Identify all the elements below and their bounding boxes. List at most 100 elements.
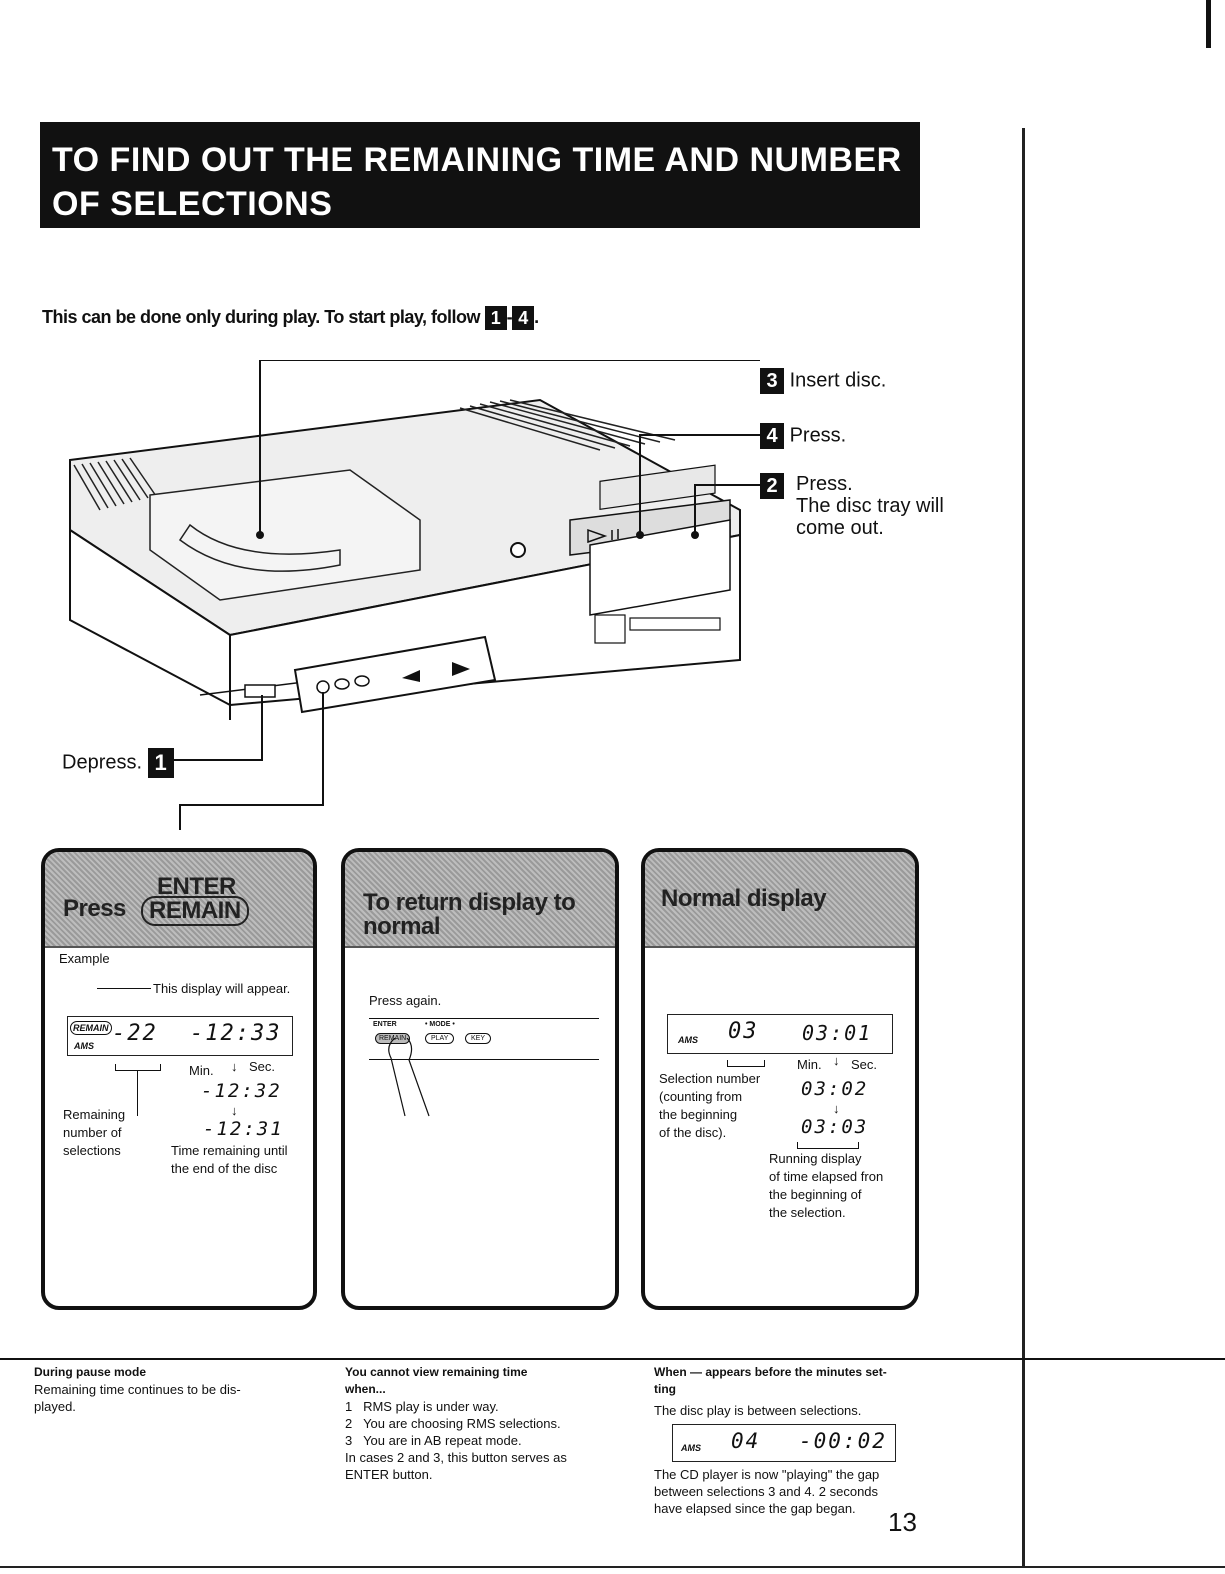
ams-badge: AMS [74, 1041, 94, 1051]
item-3-num: 3 [345, 1433, 353, 1448]
press-again-label: Press again. [369, 993, 442, 1008]
lcd-selections: -22 [112, 1021, 158, 1046]
gap-lcd-time: -00:02 [799, 1429, 887, 1453]
panel-1-header: ENTER Press REMAIN [45, 852, 313, 948]
item-2-text: You are choosing RMS selections. [363, 1416, 561, 1431]
note-gap-tail-1: The CD player is now "playing" the gap [654, 1467, 880, 1482]
note-cannot-item-3: 3 You are in AB repeat mode. [345, 1432, 635, 1449]
step-1-label: Depress. [62, 751, 143, 774]
step-3-label: Insert disc. [789, 369, 887, 392]
panel-normal-display: Normal display AMS 03 03:01 Min. ↓ Sec. … [641, 848, 919, 1310]
remain-lcd: REMAIN AMS -22 -12:33 [67, 1016, 293, 1056]
note-cannot-item-2: 2 You are choosing RMS selections. [345, 1415, 635, 1432]
selection-number-label-1: Selection number [659, 1071, 761, 1086]
play-button[interactable]: PLAY [425, 1033, 455, 1044]
page-side-rule [1022, 128, 1025, 1568]
note-gap-title-1: When — appears before the minutes set- [654, 1365, 887, 1379]
note-pause-text-1: Remaining time continues to be dis- [34, 1382, 241, 1397]
selection-number-label-2: (counting from [659, 1089, 743, 1104]
note-cannot-tail-2: ENTER button. [345, 1467, 433, 1482]
panel-2-header: To return display to normal [345, 852, 615, 948]
step-3-badge: 3 [760, 368, 784, 394]
mode-label: • MODE • [425, 1021, 455, 1028]
selections-bracket [115, 1064, 161, 1071]
note-gap-text: The disc play is between selections. [654, 1403, 862, 1418]
step-4-label: Press. [789, 424, 847, 447]
page-title: TO FIND OUT THE REMAINING TIME AND NUMBE… [40, 122, 920, 228]
step-4-badge: 4 [760, 423, 784, 449]
note-pause-title: During pause mode [34, 1365, 147, 1379]
panel-press-enter-remain: ENTER Press REMAIN Example This display … [41, 848, 317, 1310]
lcd-time: -12:33 [190, 1021, 282, 1046]
intro-end: . [534, 306, 539, 327]
time-remaining-label-1: Time remaining until [171, 1143, 288, 1158]
item-1-num: 1 [345, 1399, 353, 1414]
arrow-down-icon-2: ↓ [231, 1103, 238, 1118]
key-button[interactable]: KEY [465, 1033, 492, 1044]
corner-mark [1206, 0, 1211, 48]
step-2-label-2: The disc tray will [796, 495, 944, 517]
title-line-1: TO FIND OUT THE REMAINING TIME AND NUMBE… [52, 141, 902, 179]
note-gap-tail: The CD player is now "playing" the gap b… [654, 1466, 934, 1517]
step-1-badge: 1 [147, 748, 174, 778]
running-bracket [797, 1142, 859, 1149]
selection-number-label-4: of the disc). [659, 1125, 727, 1140]
lcd-elapsed-3: 03:03 [801, 1116, 869, 1138]
panel-3-header: Normal display [645, 852, 915, 948]
step-2-label-3: come out. [796, 517, 884, 539]
lcd-selection-number: 03 [728, 1019, 759, 1044]
item-3-text: You are in AB repeat mode. [363, 1433, 522, 1448]
notes-divider [0, 1358, 1225, 1360]
running-display-label-4: the selection. [769, 1205, 846, 1220]
footer-rule [0, 1566, 1225, 1568]
step-separator: - [506, 306, 513, 327]
remain-button[interactable]: REMAIN [375, 1033, 411, 1044]
min-label: Min. [189, 1063, 214, 1078]
note-pause-text-2: played. [34, 1399, 76, 1414]
sec-label-normal: Sec. [851, 1057, 878, 1072]
remaining-label-1: Remaining [63, 1107, 126, 1122]
title-line-2: OF SELECTIONS [52, 185, 333, 223]
page-number: 13 [888, 1507, 917, 1537]
note-gap-tail-3: have elapsed since the gap began. [654, 1501, 856, 1516]
note-cannot-item-1: 1 RMS play is under way. [345, 1398, 635, 1415]
gap-ams-badge: AMS [681, 1443, 701, 1453]
note-cannot-title-2: when... [345, 1382, 386, 1396]
panel-1-head-enter: ENTER [157, 873, 236, 900]
panel-2-head-1: To return display to [363, 889, 576, 916]
note-gap-title-2: ting [654, 1382, 676, 1396]
note-pause-mode: During pause mode Remaining time continu… [34, 1364, 314, 1415]
panel-1-head-press: Press [63, 895, 126, 922]
arrow-down-icon: ↓ [231, 1059, 238, 1074]
step-ref-1: 1 [484, 306, 507, 330]
remaining-label-2: number of [63, 1125, 122, 1140]
lcd-time-2: -12:32 [201, 1080, 282, 1102]
step-1-callout: Depress. 1 [62, 748, 174, 778]
note-cannot-title-1: You cannot view remaining time [345, 1365, 528, 1379]
intro-sentence: This can be done only during play. To st… [42, 306, 481, 327]
min-label-normal: Min. [797, 1057, 822, 1072]
step-3-callout: 3 Insert disc. [760, 368, 886, 394]
intro-text: This can be done only during play. To st… [42, 306, 539, 330]
enter-label: ENTER [373, 1021, 397, 1028]
selection-number-label: Selection number (counting from the begi… [659, 1070, 760, 1142]
remaining-label-3: selections [63, 1143, 121, 1158]
button-strip: ENTER • MODE • REMAIN PLAY KEY [369, 1018, 599, 1060]
note-gap-tail-2: between selections 3 and 4. 2 seconds [654, 1484, 879, 1499]
arrow-down-icon-4: ↓ [833, 1101, 840, 1116]
running-display-label: Running display of time elapsed fron the… [769, 1150, 883, 1222]
gap-lcd: AMS 04 -00:02 [672, 1424, 896, 1462]
example-label: Example [59, 951, 110, 966]
normal-lcd: AMS 03 03:01 [667, 1014, 893, 1054]
appear-leader [97, 988, 151, 989]
gap-lcd-selection: 04 [731, 1429, 761, 1453]
lcd-time-3: -12:31 [203, 1118, 284, 1140]
lcd-elapsed: 03:01 [802, 1021, 873, 1045]
remaining-label: Remaining number of selections [63, 1106, 125, 1160]
time-remaining-label-2: the end of the disc [171, 1161, 278, 1176]
selections-leader [137, 1070, 138, 1116]
remain-badge: REMAIN [70, 1021, 112, 1035]
running-display-label-2: of time elapsed fron [769, 1169, 884, 1184]
ams-badge-normal: AMS [678, 1035, 698, 1045]
running-display-label-3: the beginning of [769, 1187, 862, 1202]
